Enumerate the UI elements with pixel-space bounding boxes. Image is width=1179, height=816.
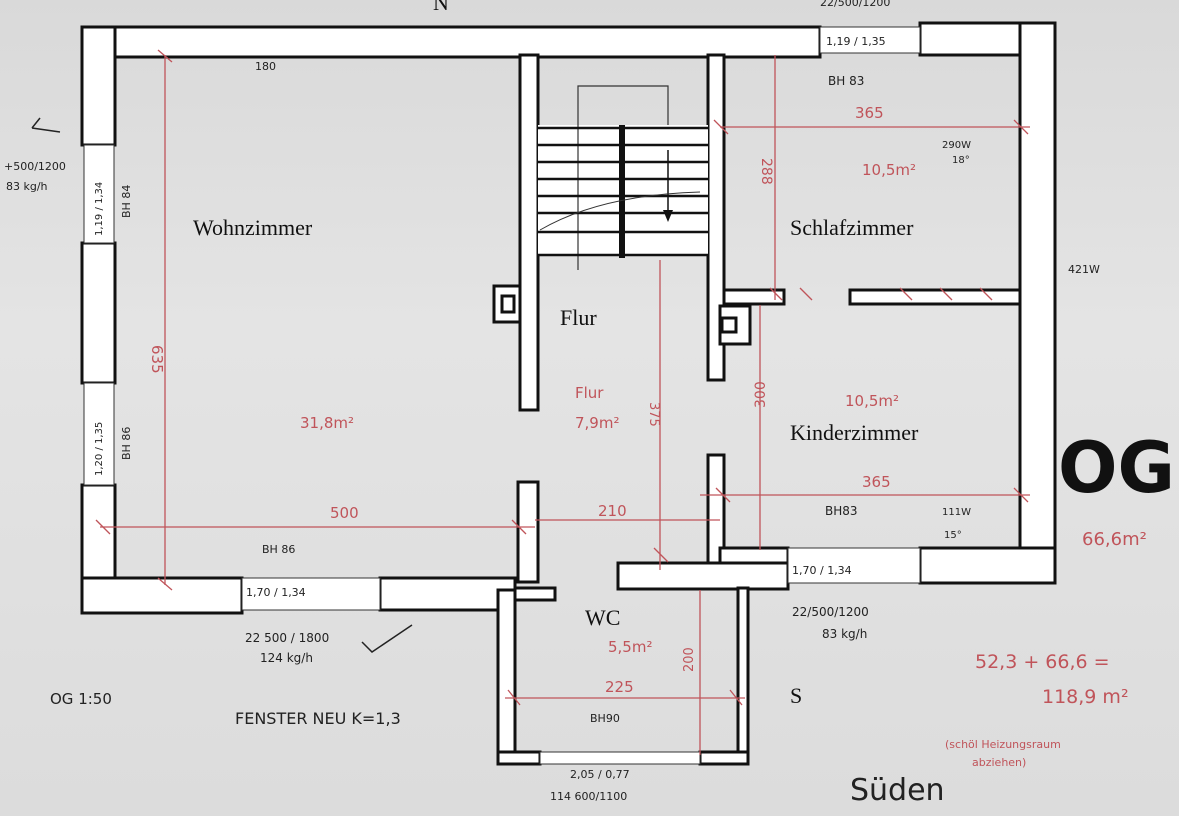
dim-wc-h: 200 xyxy=(682,647,697,672)
window-wc xyxy=(539,751,701,765)
note-right: 421W xyxy=(1068,263,1100,276)
compass-sueden: Süden xyxy=(850,773,945,808)
dim-wohnzimmer-h: 635 xyxy=(148,345,166,374)
chimney-right xyxy=(718,304,752,346)
check-mark-icon xyxy=(361,624,413,653)
note-bottom-wc: 114 600/1100 xyxy=(550,790,627,803)
area-flur-label: Flur xyxy=(575,384,604,402)
bh-wohn-left2: BH 86 xyxy=(120,427,133,460)
note-bottom-left-1: 22 500 / 1800 xyxy=(245,631,329,645)
area-flur: 7,9m² xyxy=(575,414,619,432)
dim-wohnzimmer-w: 500 xyxy=(330,504,359,522)
note-top: 22/500/1200 xyxy=(820,0,890,9)
room-label-schlafzimmer: Schlafzimmer xyxy=(790,215,914,240)
bh-schlaf: BH 83 xyxy=(828,74,864,88)
wall-left-mid xyxy=(80,241,117,385)
area-wohnzimmer: 31,8m² xyxy=(300,414,354,432)
wall-bottom-mid xyxy=(378,576,517,612)
window-label-bottom-left: 1,70 / 1,34 xyxy=(246,586,306,599)
area-wc: 5,5m² xyxy=(608,638,652,656)
dim-schlafzimmer-h: 288 xyxy=(758,158,774,185)
chimney-left xyxy=(492,284,522,324)
floor-label: OG xyxy=(1058,427,1175,509)
note-bottom-right-1: 22/500/1200 xyxy=(792,605,869,619)
sum-line-2: 118,9 m² xyxy=(1042,686,1129,708)
wall-wohn-flur-low xyxy=(516,480,540,584)
window-top-right xyxy=(819,26,921,54)
compass-north: N xyxy=(433,0,449,15)
dimension-lines xyxy=(95,49,1030,755)
dim-kinderzimmer-h: 300 xyxy=(753,381,769,408)
sum-line-3: (schöl Heizungsraum xyxy=(945,738,1061,751)
staircase xyxy=(538,85,708,270)
temp-kinder: 15° xyxy=(944,530,962,541)
wall-wohn-flur xyxy=(518,53,540,412)
dim-schlafzimmer-w: 365 xyxy=(855,104,884,122)
dim-flur-w: 210 xyxy=(598,502,627,520)
window-bottom-right xyxy=(787,547,921,584)
note-left-2: 83 kg/h xyxy=(6,180,48,193)
bh-wohn-bottom: BH 86 xyxy=(262,543,295,556)
area-schlafzimmer: 10,5m² xyxy=(862,161,916,179)
room-label-flur: Flur xyxy=(560,305,597,330)
heat-schlaf: 290W xyxy=(942,140,971,151)
dim-flur-h: 375 xyxy=(646,402,661,427)
wall-wc-bottom-left xyxy=(496,750,542,766)
wall-bottom-right xyxy=(918,546,1057,585)
wall-schlaf-kinder-b xyxy=(848,288,1022,306)
temp-schlaf: 18° xyxy=(952,155,970,166)
note-left-arrow-icon xyxy=(31,117,61,133)
area-kinderzimmer: 10,5m² xyxy=(845,392,899,410)
room-label-wohnzimmer: Wohnzimmer xyxy=(193,215,313,240)
wall-bottom-left xyxy=(80,576,244,615)
window-label-bottom-right: 1,70 / 1,34 xyxy=(792,564,852,577)
window-label-top-right: 1,19 / 1,35 xyxy=(826,35,886,48)
window-left-bottom xyxy=(83,382,115,486)
window-label-wc: 2,05 / 0,77 xyxy=(570,768,630,781)
floor-area: 66,6m² xyxy=(1082,529,1147,550)
bh-kinder: BH83 xyxy=(825,504,858,518)
bh-wc: BH90 xyxy=(590,712,620,725)
window-label-left-top: 1,19 / 1,34 xyxy=(94,182,105,236)
wall-wc-right xyxy=(736,586,750,764)
room-label-wc: WC xyxy=(585,605,620,630)
window-left-top xyxy=(83,144,115,244)
note-bottom-right-2: 83 kg/h xyxy=(822,627,867,641)
window-bottom-left xyxy=(241,577,381,611)
wall-schlaf-kinder-a xyxy=(722,288,786,306)
heat-kinder: 111W xyxy=(942,507,971,518)
wall-wc-left xyxy=(496,588,517,764)
wall-flur-bottom xyxy=(616,561,790,591)
bh-wohn-top: 180 xyxy=(255,60,276,73)
dim-wc-w: 225 xyxy=(605,678,634,696)
compass-south: S xyxy=(790,683,802,708)
wall-top-left xyxy=(80,25,822,59)
wall-left-top xyxy=(80,25,117,147)
note-bottom-left-2: 124 kg/h xyxy=(260,651,313,665)
bh-wohn-left1: BH 84 xyxy=(120,185,133,218)
window-label-left-bottom: 1,20 / 1,35 xyxy=(94,422,105,476)
sum-line-1: 52,3 + 66,6 = xyxy=(975,651,1110,673)
room-label-kinderzimmer: Kinderzimmer xyxy=(790,420,919,445)
scale-note: OG 1:50 xyxy=(50,690,112,708)
sum-line-4: abziehen) xyxy=(972,756,1026,769)
note-left-1: +500/1200 xyxy=(4,160,66,173)
wall-wc-bottom-right xyxy=(698,750,750,766)
wall-wc-top xyxy=(513,586,557,602)
dim-kinderzimmer-w: 365 xyxy=(862,473,891,491)
window-note: FENSTER NEU K=1,3 xyxy=(235,709,401,728)
